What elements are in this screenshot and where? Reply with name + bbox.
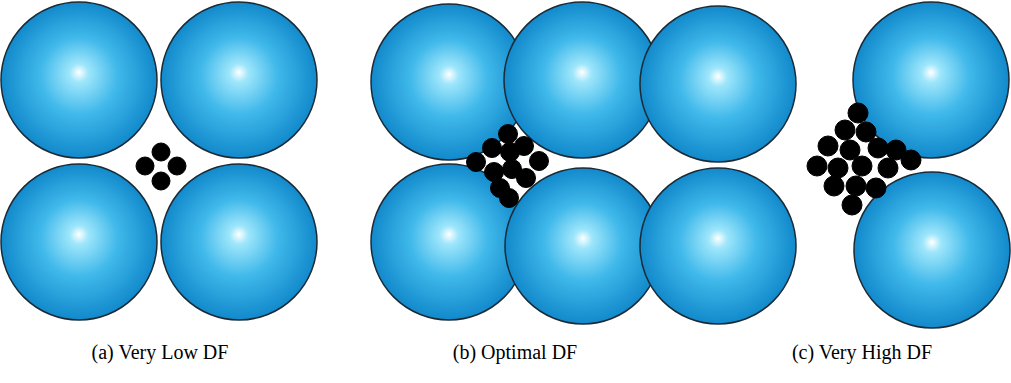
subfigure-caption: (c) Very High DF [792,340,932,364]
small-particle [483,139,502,158]
large-sphere [640,6,796,162]
large-sphere [640,168,796,324]
small-particle [500,189,519,208]
small-particle [828,158,848,178]
small-particle [467,153,486,172]
small-particle [517,169,536,188]
small-particle [866,178,886,198]
large-sphere [505,168,661,324]
small-particle [499,125,518,144]
small-particle [168,157,186,175]
small-particle [901,150,921,170]
large-sphere [854,172,1010,328]
small-particle [835,120,855,140]
large-spheres [1,2,1010,328]
small-particle [878,158,898,178]
subfigure-caption: (a) Very Low DF [92,340,229,364]
subfigure-caption: (b) Optimal DF [453,340,577,364]
large-sphere [504,2,660,158]
large-sphere [1,2,157,158]
small-particle [530,152,549,171]
large-sphere [1,164,157,320]
large-sphere [161,164,317,320]
small-particle [846,176,866,196]
small-particle [852,156,872,176]
small-particle [152,172,170,190]
small-particle [842,195,862,215]
small-particle [868,138,888,158]
small-particles [136,103,921,215]
large-sphere [853,2,1009,158]
large-sphere [371,164,527,320]
small-particle [515,137,534,156]
small-particle [848,103,868,123]
small-particle [818,136,838,156]
small-particle [807,156,827,176]
small-particle [136,157,154,175]
large-sphere [161,2,317,158]
small-particle [152,143,170,161]
small-particle [824,176,844,196]
